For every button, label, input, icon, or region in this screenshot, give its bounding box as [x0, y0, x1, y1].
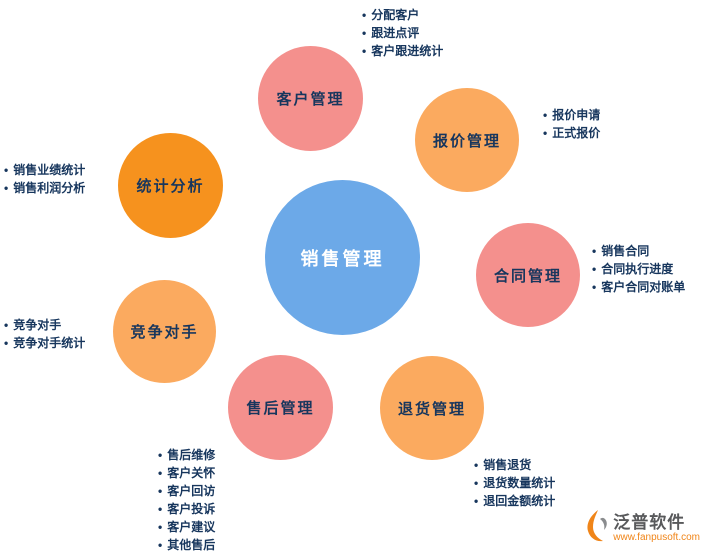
- logo-website-text: www.fanpusoft.com: [613, 532, 700, 544]
- bullet-item: 售后维修: [158, 446, 215, 464]
- node-label-statistics-analysis: 统计分析: [136, 178, 205, 195]
- node-competitor: 竞争对手: [113, 280, 216, 383]
- node-label-quote-management: 报价管理: [432, 132, 501, 150]
- bullet-item: 客户建议: [158, 518, 215, 536]
- bullet-item: 客户跟进统计: [362, 42, 443, 60]
- customer-management-bullet-list: 分配客户 跟进点评 客户跟进统计: [362, 6, 443, 60]
- node-aftersale-management: 售后管理: [228, 355, 333, 460]
- bullet-item: 销售退货: [474, 456, 555, 474]
- bullet-item: 合同执行进度: [592, 260, 685, 278]
- bullet-item: 跟进点评: [362, 24, 443, 42]
- bullet-item: 销售合同: [592, 242, 685, 260]
- contract-management-bullet-list: 销售合同 合同执行进度 客户合同对账单: [592, 242, 685, 296]
- node-return-management: 退货管理: [380, 356, 484, 460]
- bullet-item: 竞争对手统计: [4, 334, 85, 352]
- aftersale-management-bullet-list: 售后维修 客户关怀 客户回访 客户投诉 客户建议 其他售后: [158, 446, 215, 554]
- bullet-item: 客户合同对账单: [592, 278, 685, 296]
- bullet-item: 正式报价: [543, 124, 600, 142]
- node-label-contract-management: 合同管理: [493, 267, 562, 285]
- bullet-item: 报价申请: [543, 106, 600, 124]
- statistics-analysis-bullet-list: 销售业绩统计 销售利润分析: [4, 161, 85, 197]
- node-label-return-management: 退货管理: [397, 400, 466, 418]
- competitor-bullet-list: 竞争对手 竞争对手统计: [4, 316, 85, 352]
- node-label-aftersale-management: 售后管理: [246, 400, 315, 417]
- center-node-label: 销售管理: [300, 248, 385, 269]
- bullet-item: 分配客户: [362, 6, 443, 24]
- node-customer-management: 客户管理: [258, 46, 363, 151]
- bullet-item: 客户回访: [158, 482, 215, 500]
- bullet-item: 销售利润分析: [4, 179, 85, 197]
- fanpu-logo: 泛普软件 www.fanpusoft.com: [585, 510, 700, 547]
- node-sales-management-center: 销售管理: [265, 180, 420, 335]
- bullet-item: 退回金额统计: [474, 492, 555, 510]
- node-contract-management: 合同管理: [476, 223, 580, 327]
- node-statistics-analysis: 统计分析: [118, 133, 223, 238]
- bullet-item: 退货数量统计: [474, 474, 555, 492]
- bullet-item: 其他售后: [158, 536, 215, 554]
- bullet-item: 销售业绩统计: [4, 161, 85, 179]
- bullet-item: 客户投诉: [158, 500, 215, 518]
- logo-company-name: 泛普软件: [613, 512, 686, 532]
- bullet-item: 竞争对手: [4, 316, 85, 334]
- node-quote-management: 报价管理: [415, 88, 519, 192]
- fanpu-flame-icon: [585, 510, 609, 547]
- node-label-customer-management: 客户管理: [276, 91, 345, 108]
- bullet-item: 客户关怀: [158, 464, 215, 482]
- quote-management-bullet-list: 报价申请 正式报价: [543, 106, 600, 142]
- return-management-bullet-list: 销售退货 退货数量统计 退回金额统计: [474, 456, 555, 510]
- node-label-competitor: 竞争对手: [130, 324, 199, 341]
